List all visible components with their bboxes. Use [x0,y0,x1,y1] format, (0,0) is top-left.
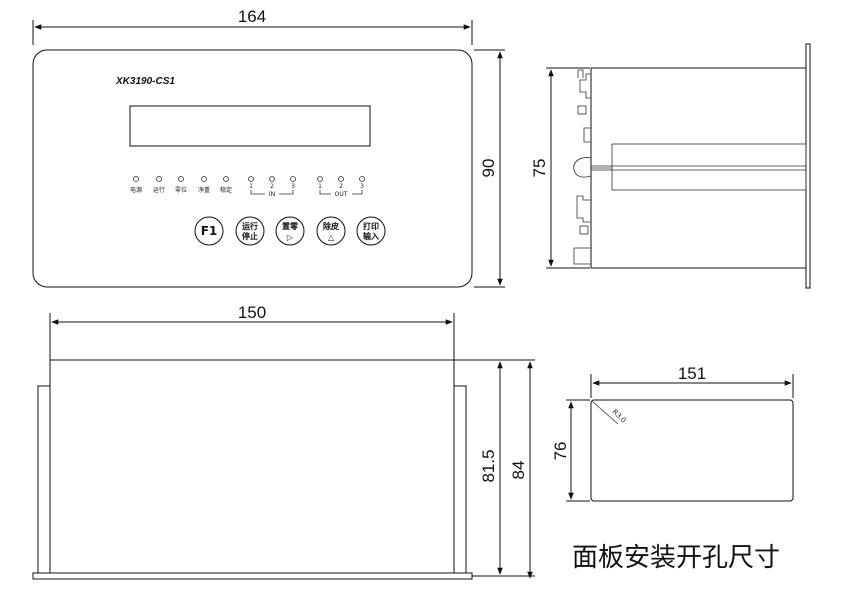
f1-button-label: F1 [201,224,218,238]
led-icon [156,176,162,182]
in-group: 1 2 3 IN [248,176,296,198]
connector-icon [577,105,587,115]
internal-board [611,143,807,191]
in-number: 2 [270,183,274,190]
led-icon [317,176,323,182]
bottom-width-label: 150 [238,303,266,322]
led-icon [133,176,139,182]
out-bracket [352,190,363,195]
out-group: 1 2 3 OUT [317,176,365,198]
display-window [129,105,371,147]
out-number: 1 [318,183,322,190]
led-icon [338,176,344,182]
in-label: IN [269,191,275,198]
led-icon [201,176,207,182]
button-row: F1 运行 停止 置零 ▷ 除皮 △ 打印 输入 [194,216,386,246]
led-icon [223,176,229,182]
indicator-label: 电源 [130,186,142,194]
indicator-label: 运行 [153,186,165,194]
bottom-view: 150 81.5 84 [32,303,535,580]
indicator-group: 电源 运行 零位 净重 稳定 [130,176,232,194]
connector-icon [577,69,584,78]
indicator-label: 净重 [198,186,210,194]
print-enter-button[interactable] [356,216,386,246]
connector-icon [579,225,589,235]
out-number: 2 [339,183,343,190]
cutout-caption: 面板安装开孔尺寸 [572,543,780,573]
front-height-label: 90 [479,159,498,178]
front-panel-outline [32,49,473,288]
inner-height-label: 81.5 [479,449,498,482]
connector-icon [573,247,591,265]
tare-label-1: 除皮 [323,221,339,231]
run-stop-button[interactable] [235,216,265,246]
connector-icon [583,127,591,143]
cutout-outline [590,399,794,502]
indicator-label: 稳定 [220,186,232,194]
indicator-label: 零位 [175,186,187,194]
front-width-label: 164 [238,7,266,26]
front-flange [32,572,473,580]
f1-button[interactable] [194,216,224,246]
panel-cutout: 151 R3.0 76 面板安装开孔尺寸 [551,364,794,573]
zero-label-1: 置零 [282,221,299,231]
in-bracket [250,190,265,195]
led-icon [248,176,254,182]
run-stop-label-2: 停止 [242,231,258,241]
side-view: 75 [530,43,811,289]
out-number: 3 [360,183,364,190]
front-flange [805,43,811,289]
cutout-width-label: 151 [678,364,706,383]
connector-icon [576,195,591,223]
housing-body [49,359,455,574]
connector-icon [579,73,591,99]
out-bracket [319,190,331,195]
in-bracket [279,190,294,195]
run-stop-label-1: 运行 [242,221,258,231]
radius-label: R3.0 [611,408,628,425]
cable-gland-icon [573,157,592,178]
in-number: 1 [249,183,253,190]
radius-leader [591,400,619,425]
led-icon [269,176,275,182]
outer-height-label: 84 [509,461,528,480]
front-view: 164 90 XK3190-CS1 电源 运行 零位 净重 稳定 [32,7,505,288]
model-label: XK3190-CS1 [115,76,175,87]
cutout-height-label: 76 [551,442,570,461]
led-icon [290,176,296,182]
print-label-1: 打印 [363,221,379,231]
tare-button[interactable] [316,216,346,246]
zero-arrow-icon: ▷ [287,233,294,242]
out-label: OUT [335,191,348,198]
print-label-2: 输入 [363,231,379,241]
led-icon [178,176,184,182]
tare-triangle-icon: △ [328,233,335,242]
side-clip [37,385,51,574]
zero-button[interactable] [275,216,305,246]
in-number: 3 [291,183,295,190]
side-clip [453,385,467,574]
led-icon [359,176,365,182]
side-height-label: 75 [530,159,549,178]
